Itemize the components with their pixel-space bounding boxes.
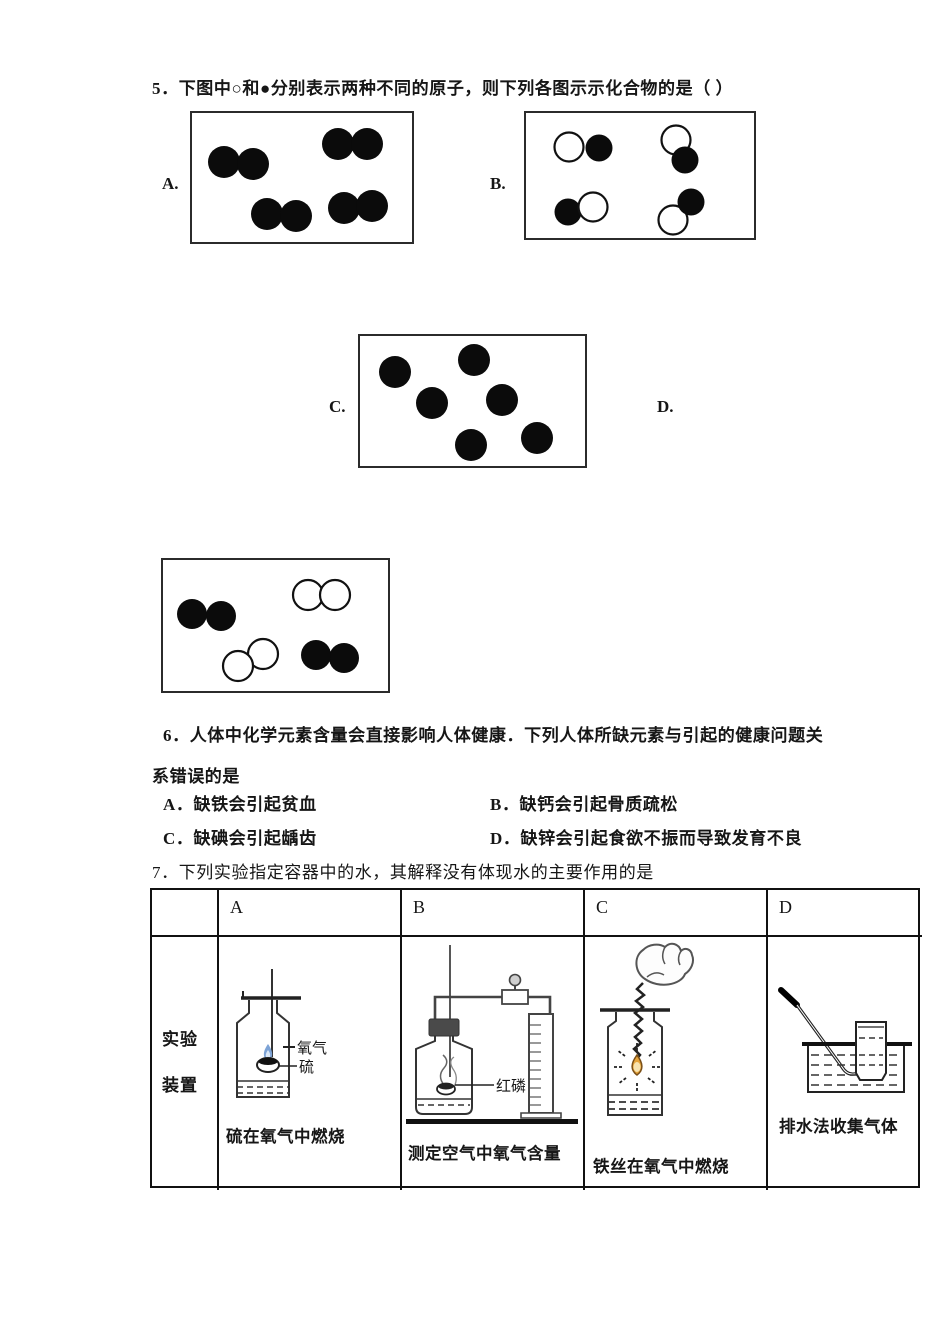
atom-black-icon xyxy=(177,599,207,629)
atom-black-icon xyxy=(208,146,240,178)
q7-table: A B C D 实验 装置 氧气 xyxy=(150,888,922,1190)
inverted-gas-bottle-icon xyxy=(855,1021,887,1081)
question-7-text: 7．下列实验指定容器中的水，其解释没有体现水的主要作用的是 xyxy=(152,863,654,882)
cylinder-graduations xyxy=(530,1024,541,1106)
hand-finger-line xyxy=(662,946,666,965)
water-trough-icon xyxy=(807,1046,905,1093)
tube-handle-icon xyxy=(778,987,800,1008)
atom-black-icon xyxy=(329,643,359,673)
apparatus-a-caption: 硫在氧气中燃烧 xyxy=(226,1127,345,1146)
q5-molecule-diagram-d xyxy=(161,558,390,693)
question-6-text-line2: 系错误的是 xyxy=(152,767,240,786)
hand-finger-line xyxy=(677,950,682,966)
table-cell-b: 红磷 测定空气中氧气含量 xyxy=(402,937,585,1190)
atom-white-icon xyxy=(577,191,609,223)
table-header-c: C xyxy=(585,890,768,937)
q6-option-a: A．缺铁会引起贫血 xyxy=(163,795,317,814)
apparatus-d-caption: 排水法收集气体 xyxy=(779,1117,898,1136)
gas-bottle-icon xyxy=(607,1012,663,1116)
row-label-line2: 装置 xyxy=(162,1076,198,1095)
question-5-text: 5．下图中○和●分别表示两种不同的原子，则下列各图示示化合物的是（ ） xyxy=(152,79,734,98)
atom-black-icon xyxy=(486,384,518,416)
atom-black-icon xyxy=(677,188,705,216)
smoke-icon xyxy=(439,1054,448,1086)
stopcock-knob-icon xyxy=(508,973,522,987)
atom-black-icon xyxy=(671,146,699,174)
spark-core xyxy=(633,1062,641,1072)
atom-black-icon xyxy=(351,128,383,160)
atom-black-icon xyxy=(521,422,553,454)
molecule-diagram-c-svg xyxy=(379,344,553,461)
q6-option-c: C．缺碘会引起龋齿 xyxy=(163,829,317,848)
atom-black-icon xyxy=(416,387,448,419)
atom-black-icon xyxy=(280,200,312,232)
apparatus-a-drawing: 氧气 硫 xyxy=(236,969,327,1098)
phosphorus-sample xyxy=(438,1083,454,1090)
q5-molecule-diagram-b xyxy=(524,111,756,240)
q6-option-d: D．缺锌会引起食欲不振而导致发育不良 xyxy=(490,829,803,848)
apparatus-d-drawing xyxy=(778,987,912,1093)
graduated-cylinder-icon xyxy=(528,1013,554,1114)
table-header-a: A xyxy=(219,890,402,937)
smoke-icon xyxy=(450,1056,457,1088)
atom-black-icon xyxy=(237,148,269,180)
molecule-diagram-a-svg xyxy=(208,128,388,232)
molecule-diagram-b-svg xyxy=(553,124,705,236)
sulfur-label: 硫 xyxy=(299,1059,314,1076)
flask-icon xyxy=(415,1036,473,1115)
atom-white-icon xyxy=(553,131,585,163)
water-dashes-in-bottle xyxy=(859,1037,883,1066)
oxygen-label: 氧气 xyxy=(297,1040,327,1057)
atom-black-icon xyxy=(206,601,236,631)
apparatus-c-caption: 铁丝在氧气中燃烧 xyxy=(593,1157,729,1176)
table-header-b: B xyxy=(402,890,585,937)
stopcock-body xyxy=(501,989,529,1005)
table-header-d: D xyxy=(768,890,922,937)
atom-black-icon xyxy=(322,128,354,160)
red-phosphorus-label: 红磷 xyxy=(496,1078,526,1095)
q6-option-b: B．缺钙会引起骨质疏松 xyxy=(490,795,678,814)
atom-black-icon xyxy=(458,344,490,376)
apparatus-b-caption: 测定空气中氧气含量 xyxy=(408,1144,561,1163)
table-cell-c: 铁丝在氧气中燃烧 xyxy=(585,937,768,1190)
atom-black-icon xyxy=(356,190,388,222)
apparatus-b-drawing: 红磷 xyxy=(406,945,578,1124)
sulfur-sample xyxy=(258,1058,278,1065)
rubber-stopper-icon xyxy=(428,1018,460,1037)
hand-icon xyxy=(635,942,695,986)
q5-option-label-a: A. xyxy=(162,174,179,193)
atom-white-icon xyxy=(291,578,325,612)
row-label-line1: 实验 xyxy=(162,1030,198,1049)
table-corner-cell xyxy=(152,890,219,937)
atom-black-icon xyxy=(554,198,582,226)
atom-black-icon xyxy=(585,134,613,162)
atom-black-icon xyxy=(251,198,283,230)
q5-option-label-b: B. xyxy=(490,174,506,193)
gas-bottle-icon xyxy=(236,1000,290,1098)
table-row-label: 实验 装置 xyxy=(152,937,219,1190)
table-cell-d: 排水法收集气体 xyxy=(768,937,922,1190)
atom-black-icon xyxy=(301,640,331,670)
hand-thumb-line xyxy=(646,972,665,978)
atom-white-icon xyxy=(318,578,352,612)
delivery-tube-icon xyxy=(433,995,552,1020)
q5-molecule-diagram-a xyxy=(190,111,414,244)
cylinder-base xyxy=(520,1112,562,1119)
table-cell-a: 氧气 硫 硫在氧气中燃烧 xyxy=(219,937,402,1190)
q5-option-label-c: C. xyxy=(329,397,346,416)
spark-rays-icon xyxy=(612,1043,662,1091)
atom-black-icon xyxy=(455,429,487,461)
atom-black-icon xyxy=(328,192,360,224)
apparatus-c-drawing xyxy=(600,942,695,1116)
q5-molecule-diagram-c xyxy=(358,334,587,468)
atom-white-icon xyxy=(221,649,255,683)
molecule-diagram-d-svg xyxy=(177,578,359,683)
iron-wire-coil-icon xyxy=(632,982,646,1062)
q5-option-label-d: D. xyxy=(657,397,674,416)
question-6-text-line1: 6．人体中化学元素含量会直接影响人体健康．下列人体所缺元素与引起的健康问题关 xyxy=(163,726,824,745)
atom-black-icon xyxy=(379,356,411,388)
atom-white-icon xyxy=(657,204,689,236)
